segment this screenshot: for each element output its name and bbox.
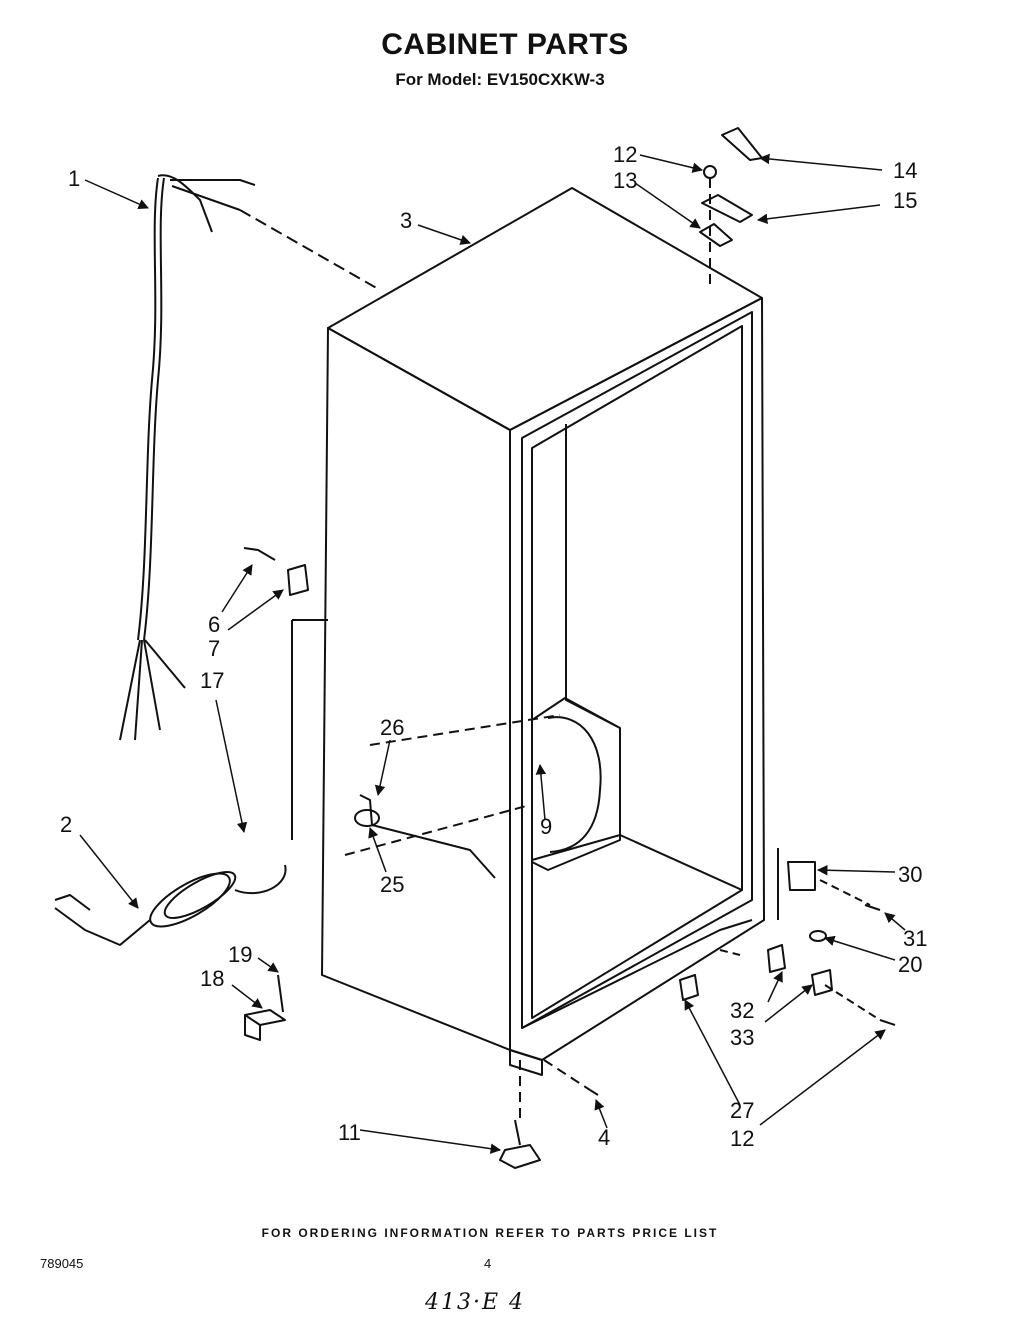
callout-labels: 1 2 3 4 6 7 9 11 12 12 13 14 15 17 18 19… (60, 142, 927, 1151)
cord-clip (244, 974, 286, 1041)
callout-9: 9 (540, 814, 552, 839)
document-number: 789045 (40, 1256, 84, 1271)
drain-tube-parts (344, 714, 561, 879)
callout-6: 6 (208, 612, 220, 637)
callout-11: 11 (338, 1120, 361, 1145)
callout-2: 2 (60, 812, 72, 837)
model-subtitle: For Model: EV150CXKW-3 (395, 70, 605, 89)
callout-15: 15 (893, 188, 917, 213)
bottom-hinge-assembly (543, 848, 896, 1096)
wiring-harness (119, 174, 256, 741)
ordering-info-footer: FOR ORDERING INFORMATION REFER TO PARTS … (261, 1226, 719, 1240)
callout-12-bottom: 12 (730, 1126, 754, 1151)
service-cord (54, 864, 287, 946)
callout-25: 25 (380, 872, 404, 897)
callout-20: 20 (898, 952, 922, 977)
callout-19: 19 (228, 942, 252, 967)
callout-33: 33 (730, 1025, 754, 1050)
callout-14: 14 (893, 158, 917, 183)
top-hinge-assembly (699, 127, 763, 290)
callout-7: 7 (208, 636, 220, 661)
callout-4: 4 (598, 1125, 610, 1150)
callout-26: 26 (380, 715, 404, 740)
cabinet-body (321, 187, 765, 1076)
page-title: CABINET PARTS (381, 28, 629, 61)
handwritten-note: 413·E 4 (425, 1290, 526, 1315)
latch-parts (243, 547, 328, 840)
page-number: 4 (484, 1256, 492, 1271)
callout-18: 18 (200, 966, 224, 991)
callout-30: 30 (898, 862, 922, 887)
callout-13: 13 (613, 168, 637, 193)
callout-17: 17 (200, 668, 224, 693)
callout-12-top: 12 (613, 142, 637, 167)
callout-32: 32 (730, 998, 754, 1023)
callout-1: 1 (68, 166, 80, 191)
callout-3: 3 (400, 208, 412, 233)
callout-27: 27 (730, 1098, 754, 1123)
callout-arrows (79, 153, 906, 1154)
callout-31: 31 (903, 926, 927, 951)
harness-leader (239, 209, 381, 291)
leveling-leg (499, 1060, 541, 1169)
